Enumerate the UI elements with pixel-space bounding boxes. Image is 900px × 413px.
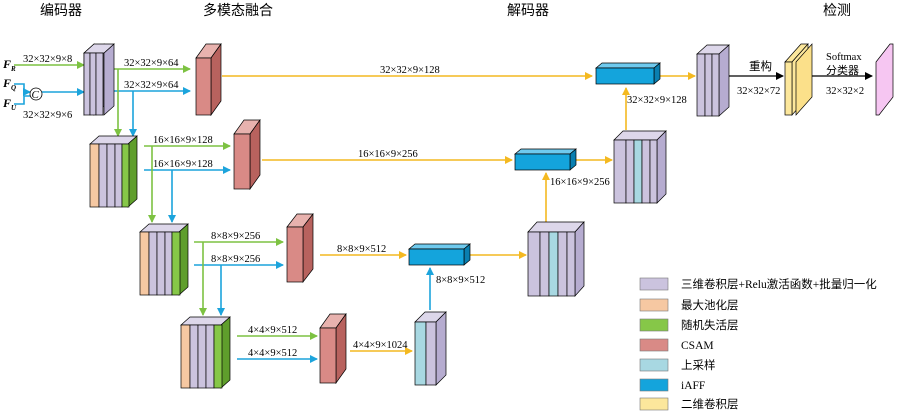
arrows xyxy=(14,61,873,363)
section-fusion: 多模态融合 xyxy=(203,2,273,19)
iaff-block-1 xyxy=(595,62,661,85)
encoder-block-2 xyxy=(89,135,138,208)
label-csam4: 4×4×9×1024 xyxy=(353,340,408,351)
decoder-block-3 xyxy=(527,221,585,297)
legend-label-upsample: 上采样 xyxy=(681,358,716,372)
label-e4-blue: 4×4×9×512 xyxy=(248,348,297,359)
legend-swatch-csam xyxy=(639,338,669,352)
csam-block-4 xyxy=(319,312,347,385)
legend-label-conv2d: 二维卷积层 xyxy=(681,397,739,411)
section-decoder: 解码器 xyxy=(507,3,549,19)
encoder-block-1 xyxy=(83,43,115,116)
legend-label-pool: 最大池化层 xyxy=(681,298,739,312)
label-softmax: Softmax xyxy=(826,52,862,63)
legend-swatch-iaff xyxy=(639,378,669,392)
dimension-labels: 32×32×9×8 32×32×9×6 32×32×9×64 32×32×9×6… xyxy=(23,52,864,359)
label-e4-green: 4×4×9×512 xyxy=(248,325,297,336)
label-reshape: 重构 xyxy=(749,59,772,73)
label-skip3: 8×8×9×512 xyxy=(337,244,386,255)
conv2d-block xyxy=(784,43,813,116)
label-up3: 8×8×9×512 xyxy=(436,275,485,286)
legend-label-conv3d: 三维卷积层+Relu激活函数+批量归一化 xyxy=(681,277,877,291)
label-out-dim: 32×32×2 xyxy=(826,86,864,97)
arrow-fq-input xyxy=(14,83,31,96)
blocks xyxy=(29,42,894,389)
decoder-block-4 xyxy=(414,311,447,386)
encoder-block-4 xyxy=(180,316,231,389)
legend-swatch-dropout xyxy=(639,318,669,332)
concat-node xyxy=(29,87,43,101)
concat-symbol: C xyxy=(32,89,40,101)
legend-swatch-pool xyxy=(639,298,669,312)
iaff-block-3 xyxy=(408,243,471,266)
label-skip2: 16×16×9×256 xyxy=(358,149,418,160)
legend-swatch-conv3d xyxy=(639,277,669,291)
legend-label-iaff: iAFF xyxy=(681,380,705,392)
input-fr: FR xyxy=(2,57,16,73)
label-skip1: 32×32×9×128 xyxy=(380,65,440,76)
input-fu: FU xyxy=(2,96,17,112)
label-e3-blue: 8×8×9×256 xyxy=(211,254,260,265)
legend-label-csam: CSAM xyxy=(681,340,714,352)
output-block xyxy=(875,43,894,116)
label-in-u: 32×32×9×6 xyxy=(23,110,72,121)
legend-swatch-upsample xyxy=(639,358,669,372)
csam-block-1 xyxy=(195,42,222,117)
arrow-fu-input xyxy=(14,95,30,105)
label-up2: 16×16×9×256 xyxy=(550,177,610,188)
section-detection: 检测 xyxy=(823,3,851,19)
label-e2-green: 16×16×9×128 xyxy=(153,135,213,146)
label-e2-blue: 16×16×9×128 xyxy=(153,159,213,170)
legend-swatch-conv2d xyxy=(639,397,669,411)
input-labels: FR FQ FU xyxy=(2,57,17,112)
encoder-block-3 xyxy=(139,223,189,296)
label-in-r: 32×32×9×8 xyxy=(23,54,72,65)
label-e3-green: 8×8×9×256 xyxy=(211,231,260,242)
label-e1-blue: 32×32×9×64 xyxy=(124,80,179,91)
label-classifier: 分类器 xyxy=(826,63,859,77)
decoder-block-1 xyxy=(696,44,730,117)
csam-block-3 xyxy=(286,212,314,284)
label-reshape-dim: 32×32×72 xyxy=(737,86,780,97)
label-up1: 32×32×9×128 xyxy=(627,95,687,106)
legend: 三维卷积层+Relu激活函数+批量归一化 最大池化层 随机失活层 CSAM 上采… xyxy=(639,277,877,411)
legend-label-dropout: 随机失活层 xyxy=(681,318,739,332)
section-encoder: 编码器 xyxy=(40,3,82,19)
input-fq: FQ xyxy=(2,76,16,92)
csam-block-2 xyxy=(233,118,261,191)
label-e1-green: 32×32×9×64 xyxy=(124,58,179,69)
iaff-block-2 xyxy=(514,148,577,171)
decoder-block-2 xyxy=(613,130,667,204)
